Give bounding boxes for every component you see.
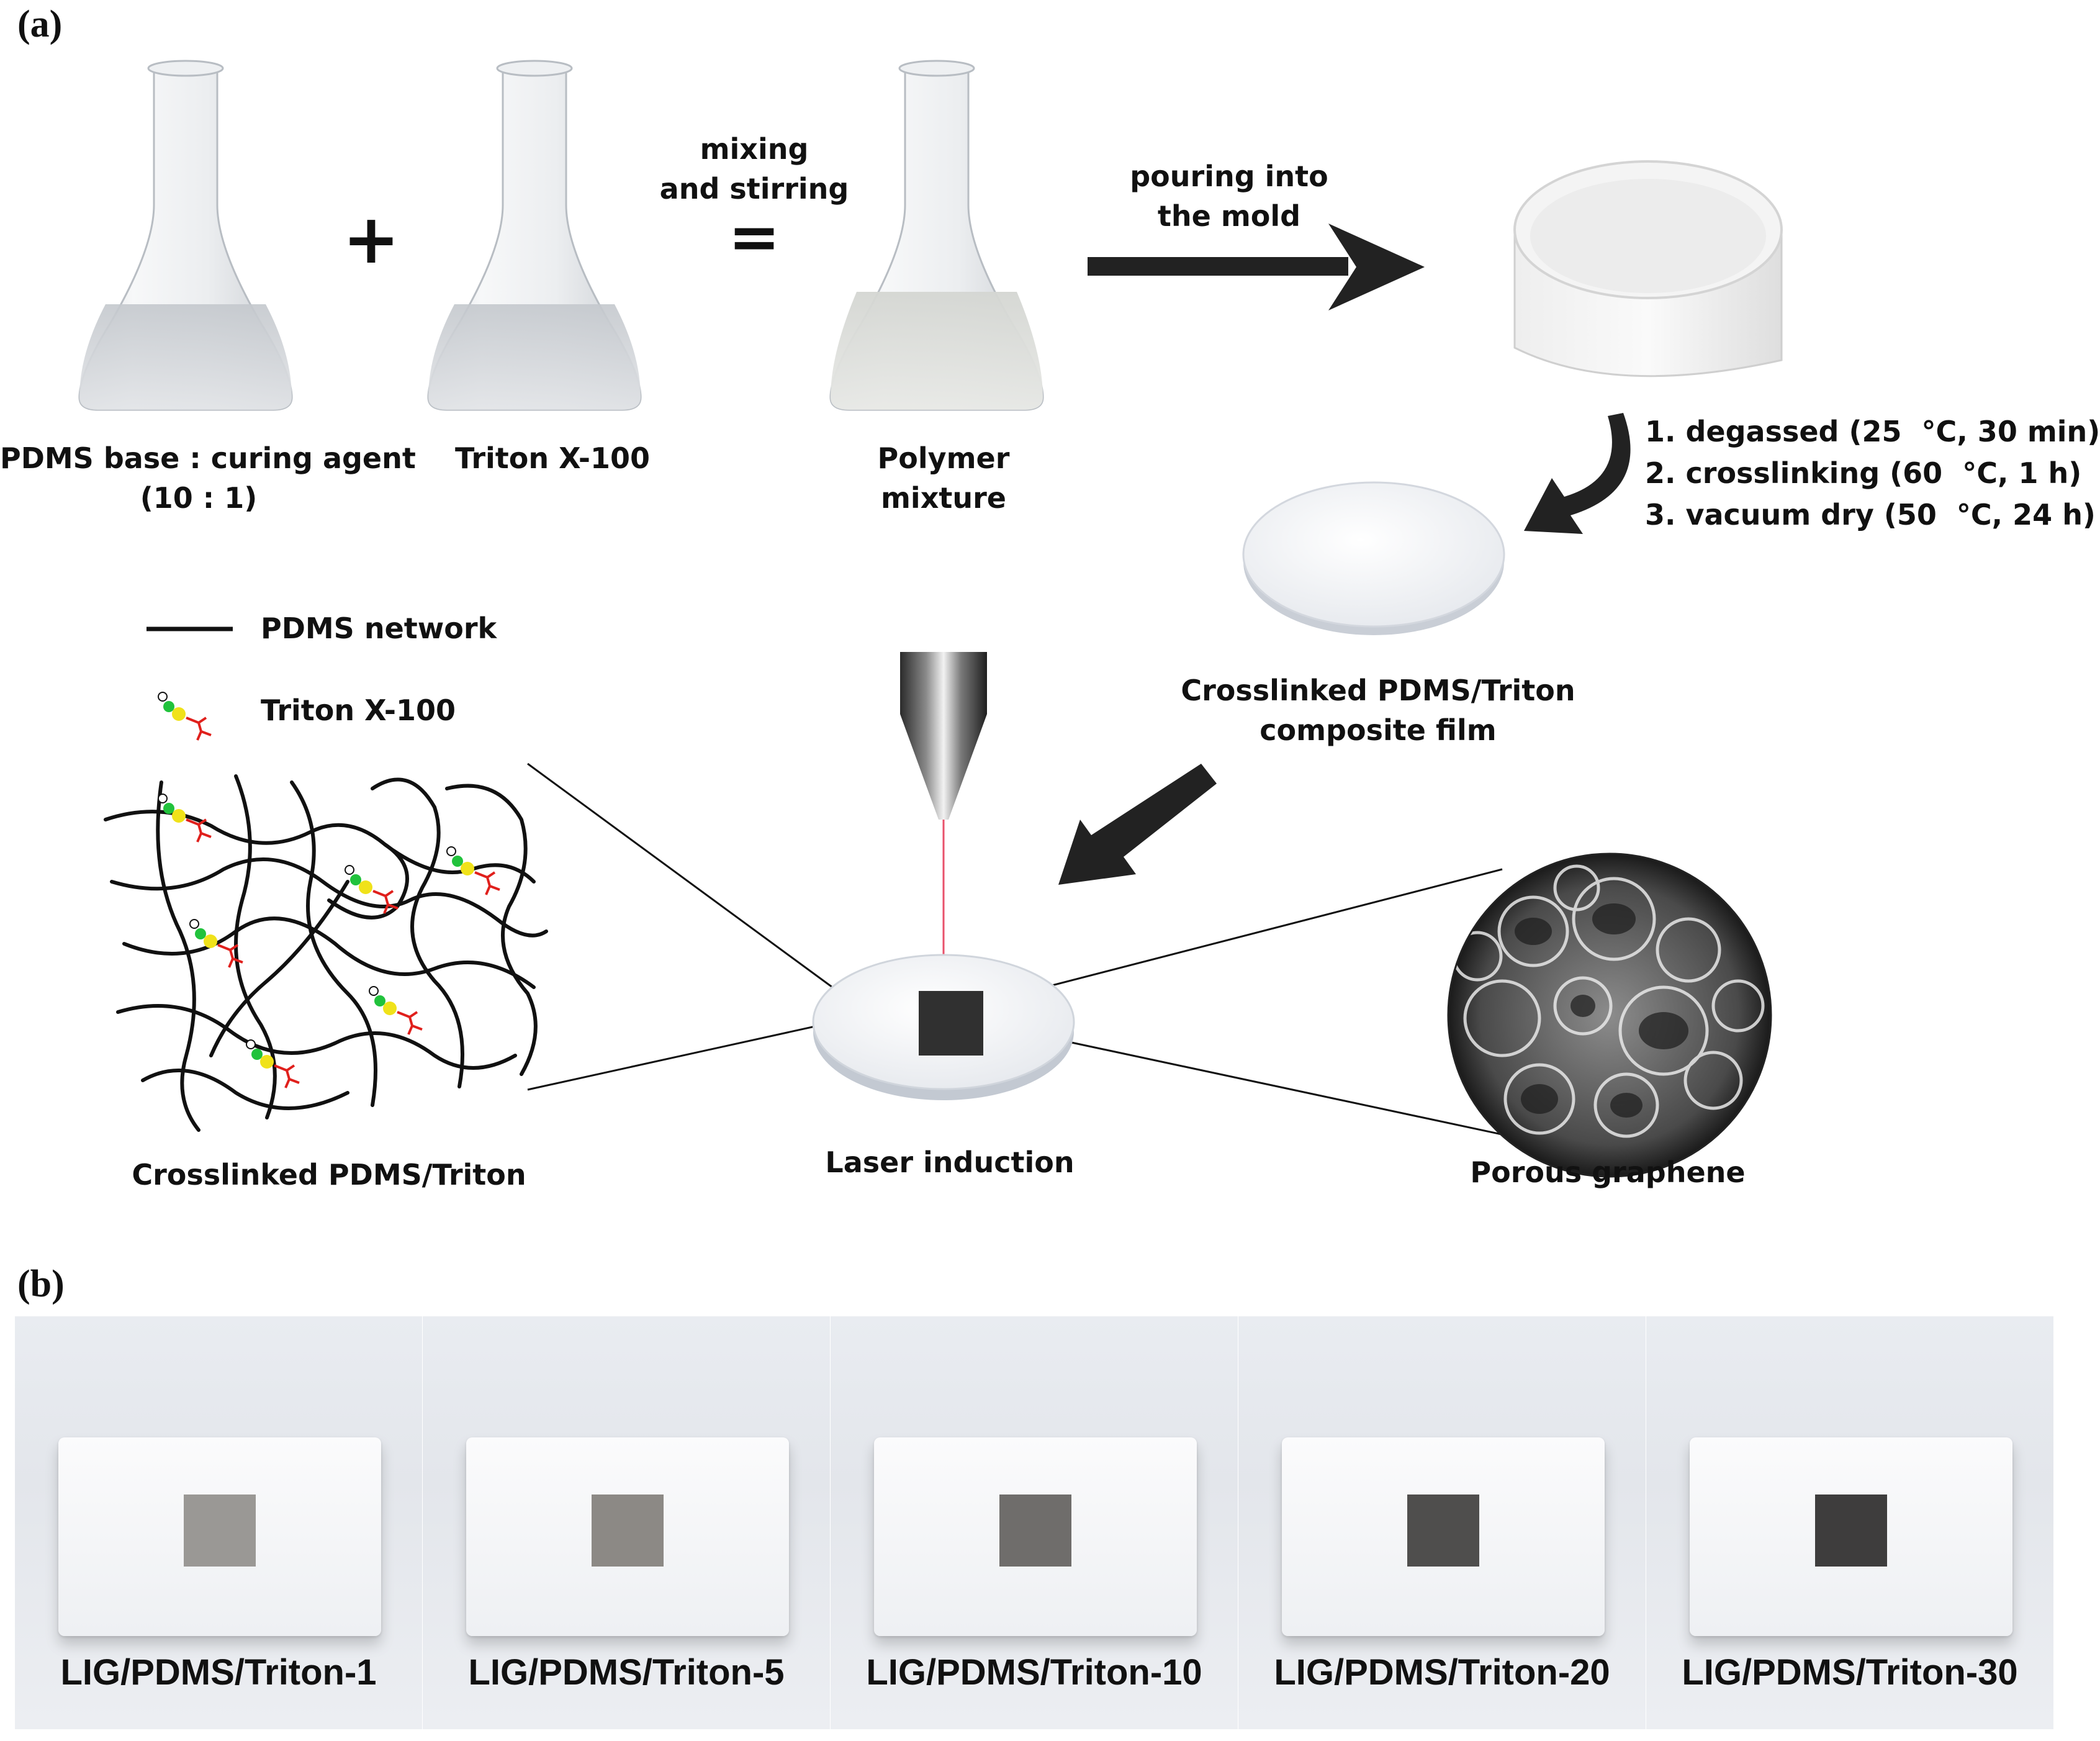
sample-substrate — [874, 1437, 1197, 1636]
lig-square — [1407, 1495, 1479, 1567]
legend-network-label: PDMS network — [261, 612, 497, 645]
sample-photo: LIG/PDMS/Triton-5 — [423, 1316, 830, 1729]
graphene-label: Porous graphene — [1470, 1155, 1746, 1189]
film-label: Crosslinked PDMS/Triton composite film — [1181, 674, 1575, 747]
sample-photo: LIG/PDMS/Triton-10 — [831, 1316, 1238, 1729]
lig-square — [184, 1495, 256, 1567]
sample-substrate — [1282, 1437, 1605, 1636]
flask-pdms-label: PDMS base : curing agent (10 : 1) — [0, 441, 416, 515]
graphene-pattern — [919, 991, 983, 1056]
sample-caption: LIG/PDMS/Triton-5 — [468, 1652, 785, 1693]
sample-caption: LIG/PDMS/Triton-20 — [1274, 1652, 1610, 1693]
panel-a-drawing — [78, 60, 1783, 1178]
flask-mixture-label: Polymer mixture — [877, 441, 1010, 515]
sample-caption: LIG/PDMS/Triton-30 — [1682, 1652, 2018, 1693]
panel-a-label: (a) — [17, 3, 63, 45]
laser-head — [900, 652, 987, 1006]
zoom-lines-network — [527, 762, 867, 1091]
sample-photo: LIG/PDMS/Triton-20 — [1238, 1316, 1646, 1729]
mold — [1513, 160, 1783, 378]
step-2: 2. crosslinking (60 °C, 1 h) — [1645, 456, 2082, 490]
flask-triton-label: Triton X-100 — [455, 441, 650, 475]
process-arrow — [1524, 413, 1631, 534]
step-1: 1. degassed (25 °C, 30 min) — [1645, 415, 2100, 448]
sample-caption: LIG/PDMS/Triton-1 — [60, 1652, 377, 1693]
laser-label: Laser induction — [825, 1146, 1075, 1179]
flask-triton — [427, 60, 642, 411]
triton-molecules — [158, 794, 500, 1088]
flask-mixture — [829, 60, 1044, 411]
sample-substrate — [58, 1437, 381, 1636]
lig-square — [592, 1495, 664, 1567]
pour-arrow — [1088, 224, 1425, 310]
sample-substrate — [466, 1437, 789, 1636]
pdms-network — [104, 774, 548, 1132]
sample-caption: LIG/PDMS/Triton-10 — [866, 1652, 1202, 1693]
sem-image — [1447, 852, 1772, 1178]
sample-substrate — [1690, 1437, 2012, 1636]
lig-square — [999, 1495, 1071, 1567]
mixing-label: mixing and stirring — [659, 132, 849, 206]
sample-photo: LIG/PDMS/Triton-30 — [1646, 1316, 2053, 1729]
lig-square — [1815, 1495, 1887, 1567]
legend-triton-icon — [158, 692, 212, 741]
equals-sign: = — [728, 201, 780, 273]
pour-label: pouring into the mold — [1130, 160, 1328, 233]
panel-b-label: (b) — [17, 1263, 65, 1305]
plus-sign: + — [342, 199, 400, 279]
laser-disc — [812, 954, 1075, 1100]
step-3: 3. vacuum dry (50 °C, 24 h) — [1645, 498, 2096, 531]
composite-film — [1242, 481, 1505, 635]
laser-arrow — [1058, 764, 1217, 885]
flask-pdms — [78, 60, 293, 411]
legend-triton-label: Triton X-100 — [261, 694, 456, 727]
sample-photo: LIG/PDMS/Triton-1 — [15, 1316, 422, 1729]
network-label: Crosslinked PDMS/Triton — [132, 1158, 526, 1192]
